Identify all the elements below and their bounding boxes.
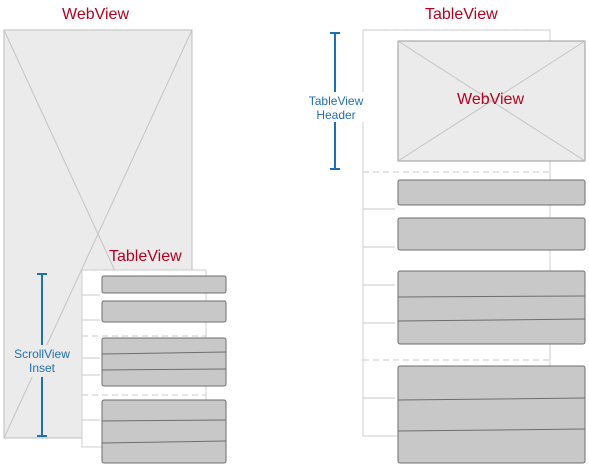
tableview-header-label: TableView Header [303,94,369,122]
left-tableview-label: TableView [109,248,182,265]
right-header-webview [397,40,586,162]
scrollview-inset-label-line2: Inset [28,361,55,375]
left-webview-label: WebView [62,6,129,23]
scrollview-inset-label-line1: ScrollView [14,347,70,361]
left-cell-3 [101,337,227,387]
tableview-header-bracket [305,32,367,170]
scrollview-inset-label: ScrollView Inset [8,347,76,375]
right-cell-3 [397,270,586,345]
left-cell-4 [101,399,227,464]
tableview-header-label-line1: TableView [308,94,364,108]
right-webview-label: WebView [457,91,524,108]
right-cell-1 [397,179,586,206]
left-cell-1 [101,275,227,294]
tableview-header-label-line2: Header [316,108,356,122]
right-cell-2 [397,217,586,251]
left-cell-2 [101,300,227,323]
right-tableview-label: TableView [425,6,498,23]
right-cells [397,179,586,464]
right-cell-4 [397,365,586,464]
scrollview-inset-bracket [10,273,74,437]
left-cells [101,275,227,464]
